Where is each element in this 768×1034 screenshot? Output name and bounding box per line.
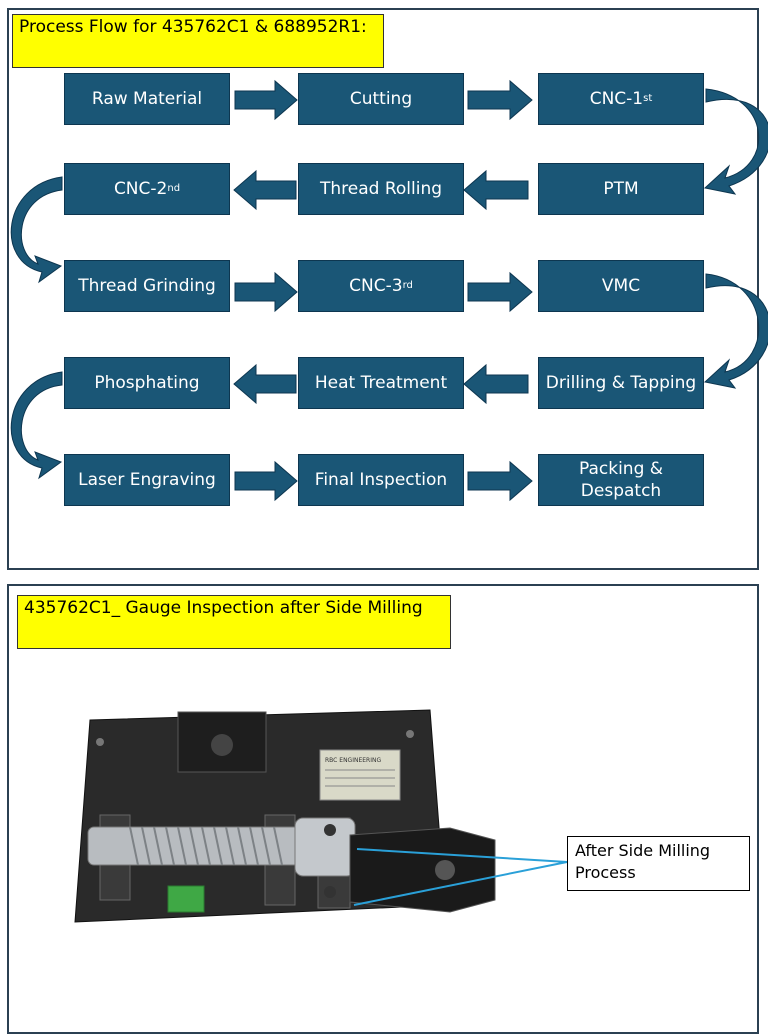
- plate-hole-icon: [406, 730, 414, 738]
- arrow-right-icon: [467, 79, 533, 121]
- arrow-right-icon: [234, 271, 298, 313]
- step-final-inspection: Final Inspection: [298, 454, 464, 506]
- step-packing-despatch: Packing & Despatch: [538, 454, 704, 506]
- gauge-inspection-title: 435762C1_ Gauge Inspection after Side Mi…: [17, 595, 451, 649]
- arrow-left-icon: [463, 169, 529, 211]
- milled-slot-icon: [324, 824, 336, 836]
- step-raw-material: Raw Material: [64, 73, 230, 125]
- step-thread-rolling: Thread Rolling: [298, 163, 464, 215]
- plate-hole-icon: [96, 738, 104, 746]
- step-cutting: Cutting: [298, 73, 464, 125]
- step-ptm: PTM: [538, 163, 704, 215]
- block-hole-icon: [211, 734, 233, 756]
- curve-arrow-icon: [10, 371, 63, 480]
- milled-slot-icon: [324, 886, 336, 898]
- gauge-label-plate: [319, 749, 401, 801]
- gauge-label-text: RBC ENGINEERING: [325, 757, 381, 764]
- clamp-bolt-icon: [435, 860, 455, 880]
- step-phosphating: Phosphating: [64, 357, 230, 409]
- process-flow-title: Process Flow for 435762C1 & 688952R1:: [12, 14, 384, 68]
- arrow-right-icon: [234, 79, 298, 121]
- arrow-right-icon: [467, 460, 533, 502]
- step-vmc: VMC: [538, 260, 704, 312]
- after-side-milling-callout: After Side Milling Process: [567, 836, 750, 891]
- curve-arrow-icon: [703, 273, 768, 389]
- side-clamp: [349, 827, 496, 913]
- step-heat-treatment: Heat Treatment: [298, 357, 464, 409]
- arrow-left-icon: [233, 169, 297, 211]
- green-tag: [167, 885, 205, 913]
- curve-arrow-icon: [10, 176, 63, 284]
- step-drilling-tapping: Drilling & Tapping: [538, 357, 704, 409]
- curve-arrow-icon: [703, 88, 768, 195]
- arrow-left-icon: [233, 363, 297, 405]
- arrow-right-icon: [467, 271, 533, 313]
- arrow-left-icon: [463, 363, 529, 405]
- arrow-right-icon: [234, 460, 298, 502]
- step-thread-grinding: Thread Grinding: [64, 260, 230, 312]
- flow-arrows: [10, 79, 768, 502]
- gauge-fixture-photo: RBC ENGINEERING: [74, 709, 496, 923]
- step-laser-engraving: Laser Engraving: [64, 454, 230, 506]
